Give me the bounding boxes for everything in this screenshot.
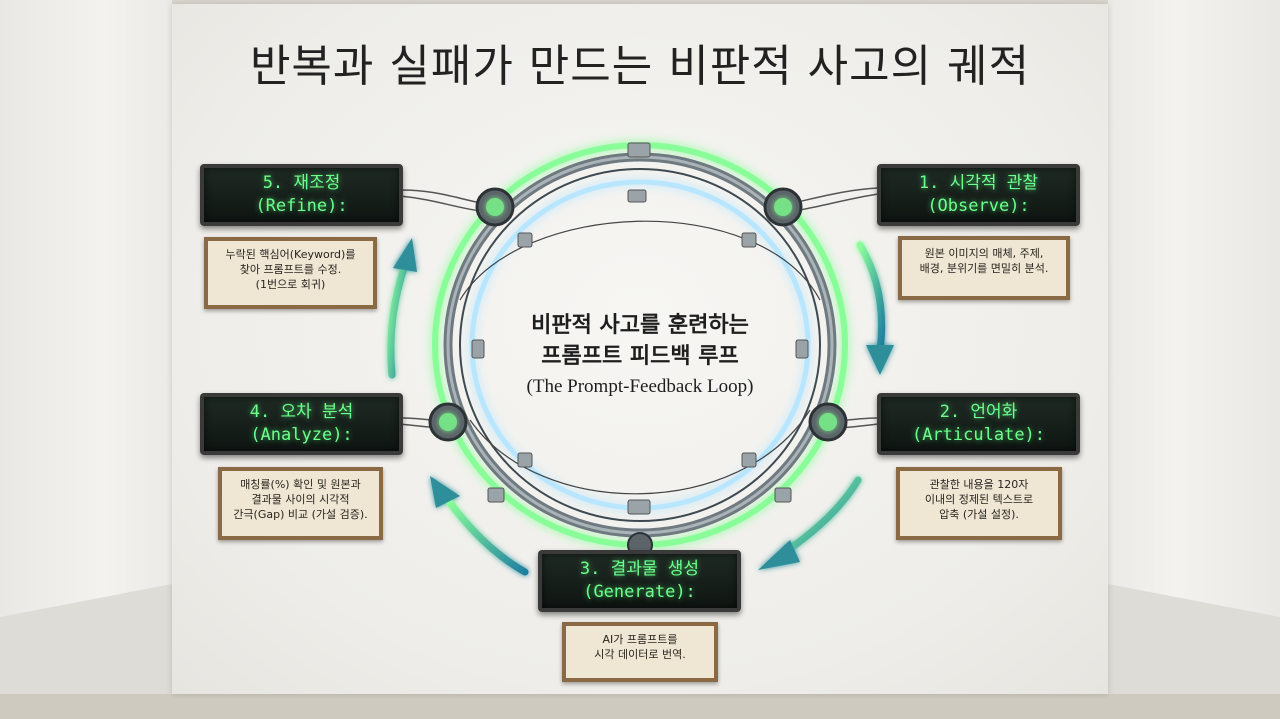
step-3-sign: 3. 결과물 생성 (Generate):	[538, 550, 741, 612]
step-2-subtitle: (Articulate):	[911, 425, 1046, 445]
step-1-desc-line-1: 원본 이미지의 매체, 주제,	[924, 247, 1044, 260]
step-1-title: 1. 시각적 관찰	[918, 173, 1039, 193]
step-2-note: 관찰한 내용을 120자 이내의 정제된 텍스트로 압축 (가설 설정).	[896, 467, 1062, 540]
step-2-title: 2. 언어화	[939, 402, 1018, 422]
step-5-note: 누락된 핵심어(Keyword)를 찾아 프롬프트를 수정. (1번으로 회귀)	[204, 237, 377, 309]
step-5-desc-line-2: 찾아 프롬프트를 수정.	[239, 263, 342, 276]
step-5-subtitle: (Refine):	[255, 196, 348, 216]
step-3-desc-line-1: AI가 프롬프트를	[602, 633, 678, 646]
step-2-desc-line-3: 압축 (가설 설정).	[939, 508, 1019, 521]
step-4-desc-line-1: 매칭률(%) 확인 및 원본과	[240, 478, 361, 491]
step-2-desc-line-1: 관찰한 내용을 120자	[929, 478, 1029, 491]
step-3-note: AI가 프롬프트를 시각 데이터로 번역.	[562, 622, 718, 682]
center-line-1: 비판적 사고를 훈련하는	[531, 312, 749, 338]
step-4-desc-line-3: 간극(Gap) 비교 (가설 검증).	[233, 508, 368, 521]
step-5-title: 5. 재조정	[262, 173, 341, 193]
step-5-desc-line-3: (1번으로 회귀)	[255, 278, 326, 291]
step-2-desc-line-2: 이내의 정제된 텍스트로	[924, 493, 1034, 506]
step-4-sign: 4. 오차 분석 (Analyze):	[200, 393, 403, 455]
step-3-title: 3. 결과물 생성	[579, 559, 700, 579]
page-title: 반복과 실패가 만드는 비판적 사고의 궤적	[249, 41, 1031, 92]
ring-connectors	[471, 142, 809, 515]
step-5-sign: 5. 재조정 (Refine):	[200, 164, 403, 226]
step-1-subtitle: (Observe):	[927, 196, 1030, 216]
floor-strip	[0, 694, 1280, 719]
step-1-sign: 1. 시각적 관찰 (Observe):	[877, 164, 1080, 226]
center-line-3: (The Prompt-Feedback Loop)	[526, 376, 754, 397]
step-4-note: 매칭률(%) 확인 및 원본과 결과물 사이의 시각적 간극(Gap) 비교 (…	[218, 467, 383, 540]
step-3-subtitle: (Generate):	[583, 582, 696, 602]
step-3-desc-line-2: 시각 데이터로 번역.	[594, 648, 686, 661]
loop-center-label: 비판적 사고를 훈련하는 프롬프트 피드백 루프 (The Prompt-Fee…	[470, 310, 810, 402]
cycle-arrows	[387, 238, 894, 576]
center-line-2: 프롬프트 피드백 루프	[541, 343, 739, 369]
node-hubs	[428, 187, 848, 558]
step-4-title: 4. 오차 분석	[249, 402, 354, 422]
step-1-note: 원본 이미지의 매체, 주제, 배경, 분위기를 면밀히 분석.	[898, 236, 1070, 300]
step-2-sign: 2. 언어화 (Articulate):	[877, 393, 1080, 455]
step-5-desc-line-1: 누락된 핵심어(Keyword)를	[225, 248, 356, 261]
step-4-desc-line-2: 결과물 사이의 시각적	[251, 493, 350, 506]
step-4-subtitle: (Analyze):	[250, 425, 353, 445]
step-1-desc-line-2: 배경, 분위기를 면밀히 분석.	[919, 262, 1049, 275]
